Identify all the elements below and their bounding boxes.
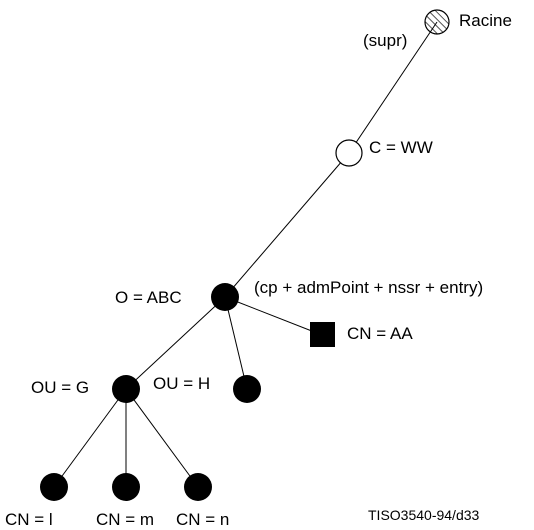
hatched-circle-icon bbox=[424, 9, 450, 35]
node-cn-m-label: CN = m bbox=[96, 510, 154, 529]
node-root-label: Racine bbox=[459, 11, 512, 30]
node-ou-g: OU = G bbox=[31, 375, 140, 403]
node-c-label: C = WW bbox=[369, 138, 433, 157]
node-o-label: O = ABC bbox=[115, 288, 182, 307]
node-ou-h-label: OU = H bbox=[153, 374, 210, 393]
filled-circle-icon bbox=[184, 473, 212, 501]
filled-circle-icon bbox=[112, 473, 140, 501]
node-o: O = ABC (cp + admPoint + nssr + entry) bbox=[115, 278, 483, 311]
node-ou-h: OU = H bbox=[153, 374, 261, 403]
node-c: C = WW bbox=[335, 138, 433, 167]
edge-ou-g-cn-n bbox=[125, 388, 199, 488]
filled-circle-icon bbox=[233, 375, 261, 403]
filled-circle-icon bbox=[211, 283, 239, 311]
node-cn-n: CN = n bbox=[176, 473, 229, 529]
figure-reference: TISO3540-94/d33 bbox=[368, 507, 480, 523]
edge-c-o bbox=[224, 152, 350, 298]
node-cn-n-label: CN = n bbox=[176, 510, 229, 529]
node-cn-l: CN = l bbox=[5, 473, 68, 529]
node-cn-m: CN = m bbox=[96, 473, 154, 529]
node-cn-l-label: CN = l bbox=[5, 510, 53, 529]
edge-o-cn-aa bbox=[224, 296, 323, 336]
node-root: Racine (supr) bbox=[363, 9, 512, 50]
node-cn-aa: CN = AA bbox=[310, 322, 413, 347]
tree-edges bbox=[53, 21, 438, 488]
edge-o-ou-h bbox=[224, 296, 248, 390]
filled-circle-icon bbox=[40, 473, 68, 501]
edge-root-c bbox=[348, 21, 438, 154]
node-ou-g-label: OU = G bbox=[31, 378, 89, 397]
filled-square-icon bbox=[310, 322, 335, 347]
edge-ou-g-cn-l bbox=[53, 388, 127, 488]
open-circle-icon bbox=[335, 139, 363, 167]
filled-circle-icon bbox=[112, 375, 140, 403]
node-root-note: (supr) bbox=[363, 31, 407, 50]
node-o-note: (cp + admPoint + nssr + entry) bbox=[254, 278, 483, 297]
edge-o-ou-g bbox=[125, 296, 226, 390]
node-cn-aa-label: CN = AA bbox=[347, 324, 413, 343]
